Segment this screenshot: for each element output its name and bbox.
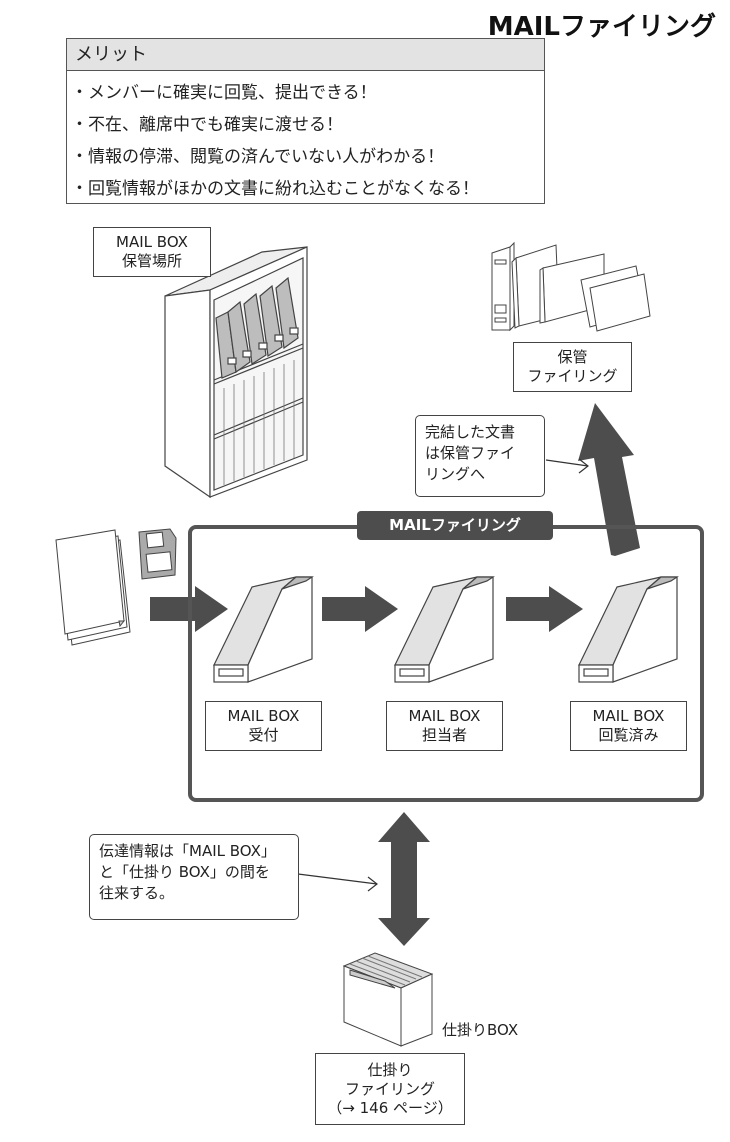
mailbox-label-line1: MAIL BOX [408, 707, 481, 725]
floppy-disk-icon [138, 528, 177, 580]
archive-label-line2: ファイリング [527, 367, 618, 385]
mailbox-label-line2: 回覧済み [598, 726, 659, 744]
mailbox-label-assignee: MAIL BOX 担当者 [386, 701, 503, 751]
transfer-callout: 伝達情報は「MAIL BOX」 と「仕掛り BOX」の間を 往来する。 [89, 834, 299, 920]
merit-item: ・不在、離席中でも確実に渡せる！ [71, 115, 343, 135]
mailbox-cabinet-illustration [164, 246, 308, 499]
document-stack-illustration [55, 529, 131, 646]
archive-callout: 完結した文書 は保管ファイ リングへ [415, 415, 545, 497]
arrow-to-archive [578, 403, 640, 556]
mail-filing-frame-title: MAILファイリング [357, 511, 553, 540]
merit-item: ・回覧情報がほかの文書に紛れ込むことがなくなる！ [71, 179, 479, 199]
archive-filing-label: 保管 ファイリング [513, 342, 632, 392]
mailbox-label-circulated: MAIL BOX 回覧済み [570, 701, 687, 751]
archive-label-line1: 保管 [557, 348, 588, 366]
storage-location-label: MAIL BOX 保管場所 [93, 227, 211, 277]
arrow-bidirectional [378, 812, 430, 946]
mailbox-label-line1: MAIL BOX [227, 707, 300, 725]
pending-filing-label: 仕掛り ファイリング （→ 146 ページ） [315, 1053, 465, 1125]
storage-label-line1: MAIL BOX [116, 233, 188, 251]
mailbox-files [213, 576, 679, 683]
mailbox-label-line2: 担当者 [421, 726, 467, 744]
merits-heading: メリット [67, 39, 544, 71]
arrow-assignee-to-circulated [506, 586, 583, 632]
page-title: MAILファイリング [487, 12, 716, 42]
mailbox-file-circulated [578, 576, 679, 683]
merits-panel: メリット ・メンバーに確実に回覧、提出できる！ ・不在、離席中でも確実に渡せる！… [66, 38, 545, 204]
callout-line: 完結した文書 [425, 423, 516, 441]
pending-box-illustration [342, 952, 434, 1047]
callout-line: は保管ファイ [425, 444, 516, 462]
mailbox-file-reception [213, 576, 314, 683]
callout-line: リングへ [425, 465, 486, 483]
pending-label-line3: （→ 146 ページ） [327, 1098, 453, 1117]
mailbox-label-reception: MAIL BOX 受付 [205, 701, 322, 751]
mailbox-file-assignee [394, 576, 495, 683]
pending-label-line2: ファイリング [344, 1079, 435, 1098]
merits-list: ・メンバーに確実に回覧、提出できる！ ・不在、離席中でも確実に渡せる！ ・情報の… [67, 71, 544, 205]
merit-item: ・メンバーに確実に回覧、提出できる！ [71, 83, 377, 103]
callout-line: と「仕掛り BOX」の間を [99, 863, 270, 881]
callout-line: 伝達情報は「MAIL BOX」 [99, 842, 276, 860]
callout-line: 往来する。 [99, 884, 175, 902]
pending-box-caption: 仕掛りBOX [442, 1021, 519, 1039]
mailbox-label-line2: 受付 [248, 726, 279, 744]
mail-filing-frame [188, 525, 704, 802]
mailbox-label-line1: MAIL BOX [592, 707, 665, 725]
pending-label-line1: 仕掛り [367, 1060, 413, 1079]
callout-pointers [297, 458, 589, 892]
storage-label-line2: 保管場所 [121, 252, 182, 270]
merit-item: ・情報の停滞、閲覧の済んでいない人がわかる！ [71, 147, 445, 167]
arrow-reception-to-assignee [322, 586, 398, 632]
archive-binders-illustration [491, 241, 651, 332]
